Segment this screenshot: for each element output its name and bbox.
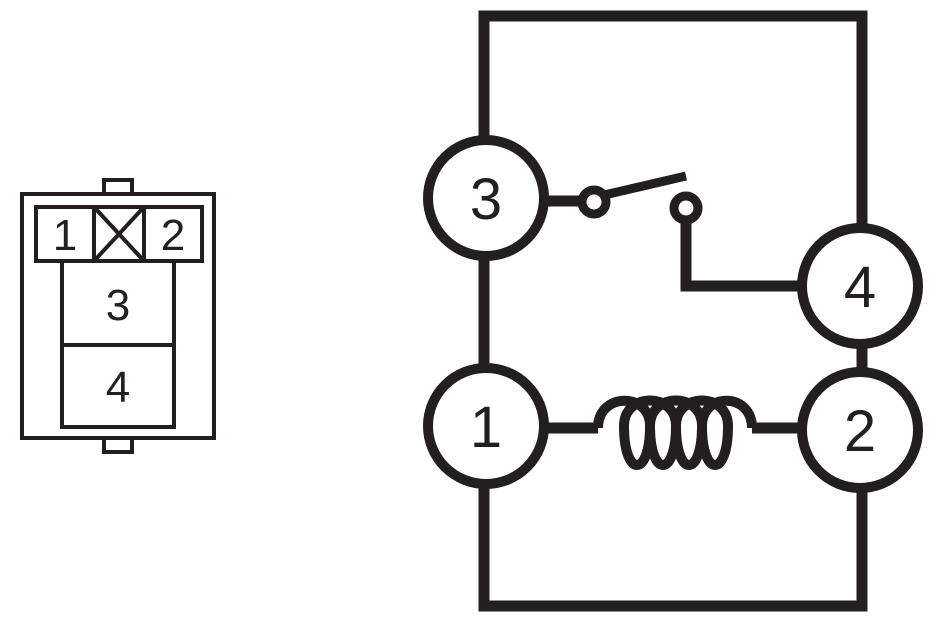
connector-cavity-4	[60, 343, 176, 429]
connector-pin-label: 4	[106, 363, 130, 412]
normally-open-switch-icon	[577, 171, 703, 225]
schematic-terminal-4: 4	[797, 223, 923, 349]
connector-pin-label: 1	[53, 211, 77, 260]
schematic-terminal-1: 1	[423, 363, 549, 489]
terminal-label: 2	[844, 399, 876, 464]
connector-face	[20, 178, 216, 454]
x-mark-icon	[92, 205, 146, 263]
terminal-label: 4	[844, 255, 876, 320]
terminal-label: 3	[470, 167, 502, 232]
connector-bottom-latch	[102, 436, 134, 454]
switch-contact-lead	[680, 214, 810, 292]
schematic-terminal-3: 3	[423, 135, 549, 261]
schematic-terminal-2: 2	[797, 367, 923, 493]
connector-top-latch	[102, 178, 134, 196]
terminal-label: 1	[470, 395, 502, 460]
connector-pin-label: 3	[106, 281, 130, 330]
connector-pin-label: 2	[161, 211, 185, 260]
relay-coil-icon	[593, 395, 757, 470]
